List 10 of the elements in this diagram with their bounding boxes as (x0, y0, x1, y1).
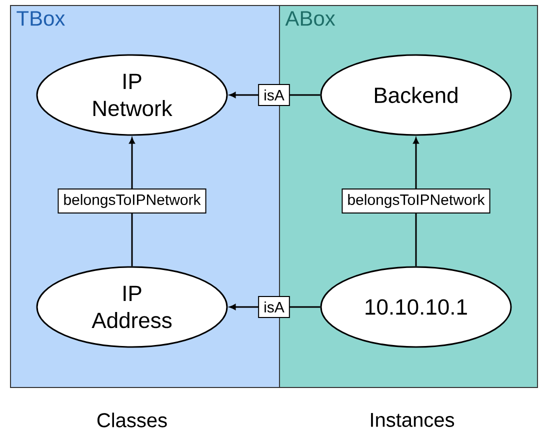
edge-label: belongsToIPNetwork (58, 188, 206, 214)
ellipse-node: IP Network (36, 54, 228, 136)
edge-label: belongsToIPNetwork (342, 188, 490, 214)
edge-label: isA (258, 84, 290, 106)
column-label: Instances (371, 413, 454, 427)
column-label: Classes (97, 412, 167, 428)
ellipse-node: 10.10.10.1 (320, 266, 512, 348)
ellipse-node: Backend (320, 54, 512, 136)
edge-label: isA (258, 296, 290, 318)
ellipse-node: IP Address (36, 266, 228, 348)
